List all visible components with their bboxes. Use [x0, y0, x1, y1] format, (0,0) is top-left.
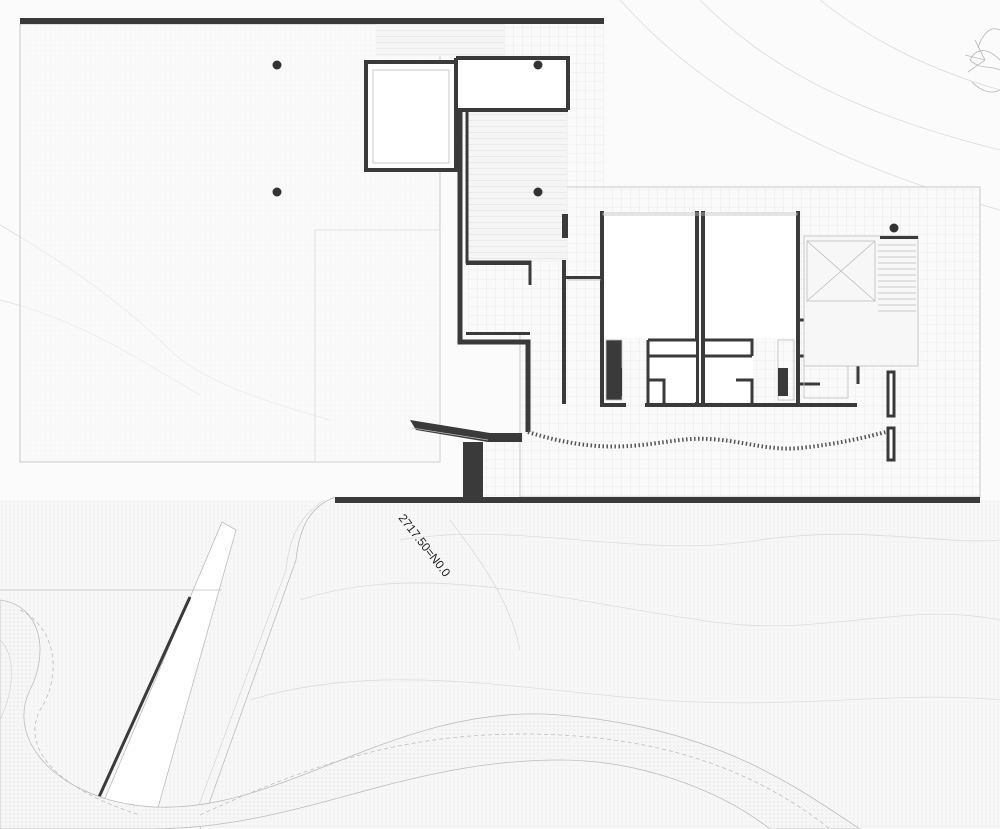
- column: [272, 187, 282, 197]
- bath-1: [648, 340, 696, 402]
- bedroom-1: [603, 213, 696, 338]
- ramp: [91, 521, 237, 829]
- wood-deck: [467, 112, 567, 262]
- column: [889, 223, 899, 233]
- north-room-walls: [454, 56, 570, 112]
- bath-2: [705, 340, 753, 402]
- driveway-edge: [199, 496, 336, 829]
- ramp-wall: [92, 596, 192, 809]
- entrance-canopy: [410, 420, 522, 442]
- column: [272, 60, 282, 70]
- north-boundary-wall: [20, 18, 604, 24]
- paving-grid-south: [480, 440, 980, 498]
- column: [533, 187, 543, 197]
- service-room: [468, 264, 526, 332]
- tree-symbol: [964, 28, 1000, 93]
- top-steps: [376, 24, 504, 56]
- entrance-pillar: [463, 442, 483, 498]
- stair-treads: [878, 244, 916, 312]
- south-boundary-wall: [335, 497, 980, 503]
- column: [533, 60, 543, 70]
- north-room: [458, 60, 566, 108]
- curved-road: [0, 599, 861, 829]
- corridor-walls: [457, 112, 531, 432]
- pool: [364, 60, 458, 172]
- bedroom-2: [703, 213, 796, 338]
